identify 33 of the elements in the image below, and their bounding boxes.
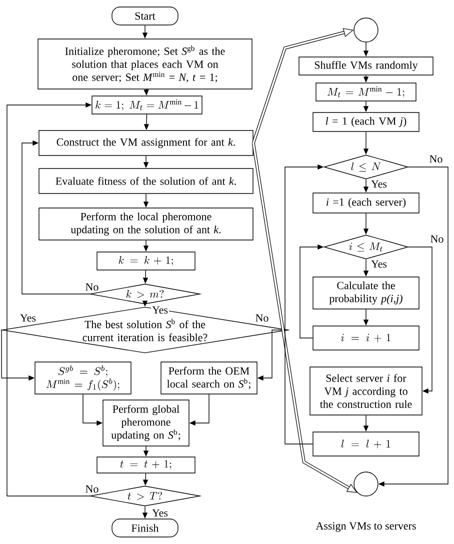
- process-box: $i = i + 1$: [312, 326, 420, 350]
- start-terminal: Start: [112, 6, 178, 26]
- process-box: $k = k + 1;$: [96, 252, 196, 270]
- process-box: $S^{gb} = S^{b};$ $M^{\mathrm{min}} = f_{1}(S^{b});$: [34, 362, 132, 394]
- edge-label: No: [429, 234, 445, 244]
- connector-circle: [354, 472, 378, 496]
- process-box: $t = t + 1;$: [96, 456, 196, 474]
- process-box: $M_t = M^{\mathrm{min}} - 1;$: [316, 82, 416, 102]
- connector-circle: [354, 18, 378, 42]
- edge-label: Yes: [151, 305, 169, 315]
- process-box: Perform global pheromone updating on S$^{b}$;: [102, 400, 190, 446]
- process-box: Perform the OEM local search on S$^{b}$;: [160, 362, 258, 394]
- arrow: [408, 246, 432, 394]
- edge-label: No: [254, 313, 270, 323]
- process-box: Calculate the probability p(i,j): [312, 276, 420, 310]
- process-box: $l = l + 1$: [312, 432, 420, 456]
- arrow: [22, 140, 90, 294]
- process-box: Select server i for VM j according to the construction rule: [310, 366, 422, 416]
- process-box: i =1 (each server): [312, 192, 420, 214]
- process-box: Initialize pheromone; Set S$^{gb}$ as the solution that places each VM on one server; Set M$^{min}$ = N, t = 1;: [38, 38, 252, 90]
- caption-text: Assign VMs to servers: [316, 522, 416, 532]
- process-box: Construct the VM assignment for ant k.: [38, 130, 254, 156]
- process-box: Evaluate fitness of the solution of ant k.: [38, 168, 254, 194]
- process-box: Perform the local pheromone updating on the solution of ant k.: [38, 208, 254, 240]
- edge-label: No: [428, 154, 444, 164]
- process-box: l = 1 (each VM j): [312, 112, 420, 132]
- edge-label: Yes: [370, 179, 388, 189]
- process-box: Shuffle VMs randomly: [298, 56, 434, 76]
- edge-label: Yes: [19, 313, 37, 323]
- edge-label: Yes: [370, 259, 388, 269]
- process-box: $k = 1;\; M_t = M^{\mathrm{min}} - 1$: [92, 96, 202, 114]
- finish-terminal: Finish: [112, 518, 178, 538]
- edge-label: Yes: [151, 508, 169, 518]
